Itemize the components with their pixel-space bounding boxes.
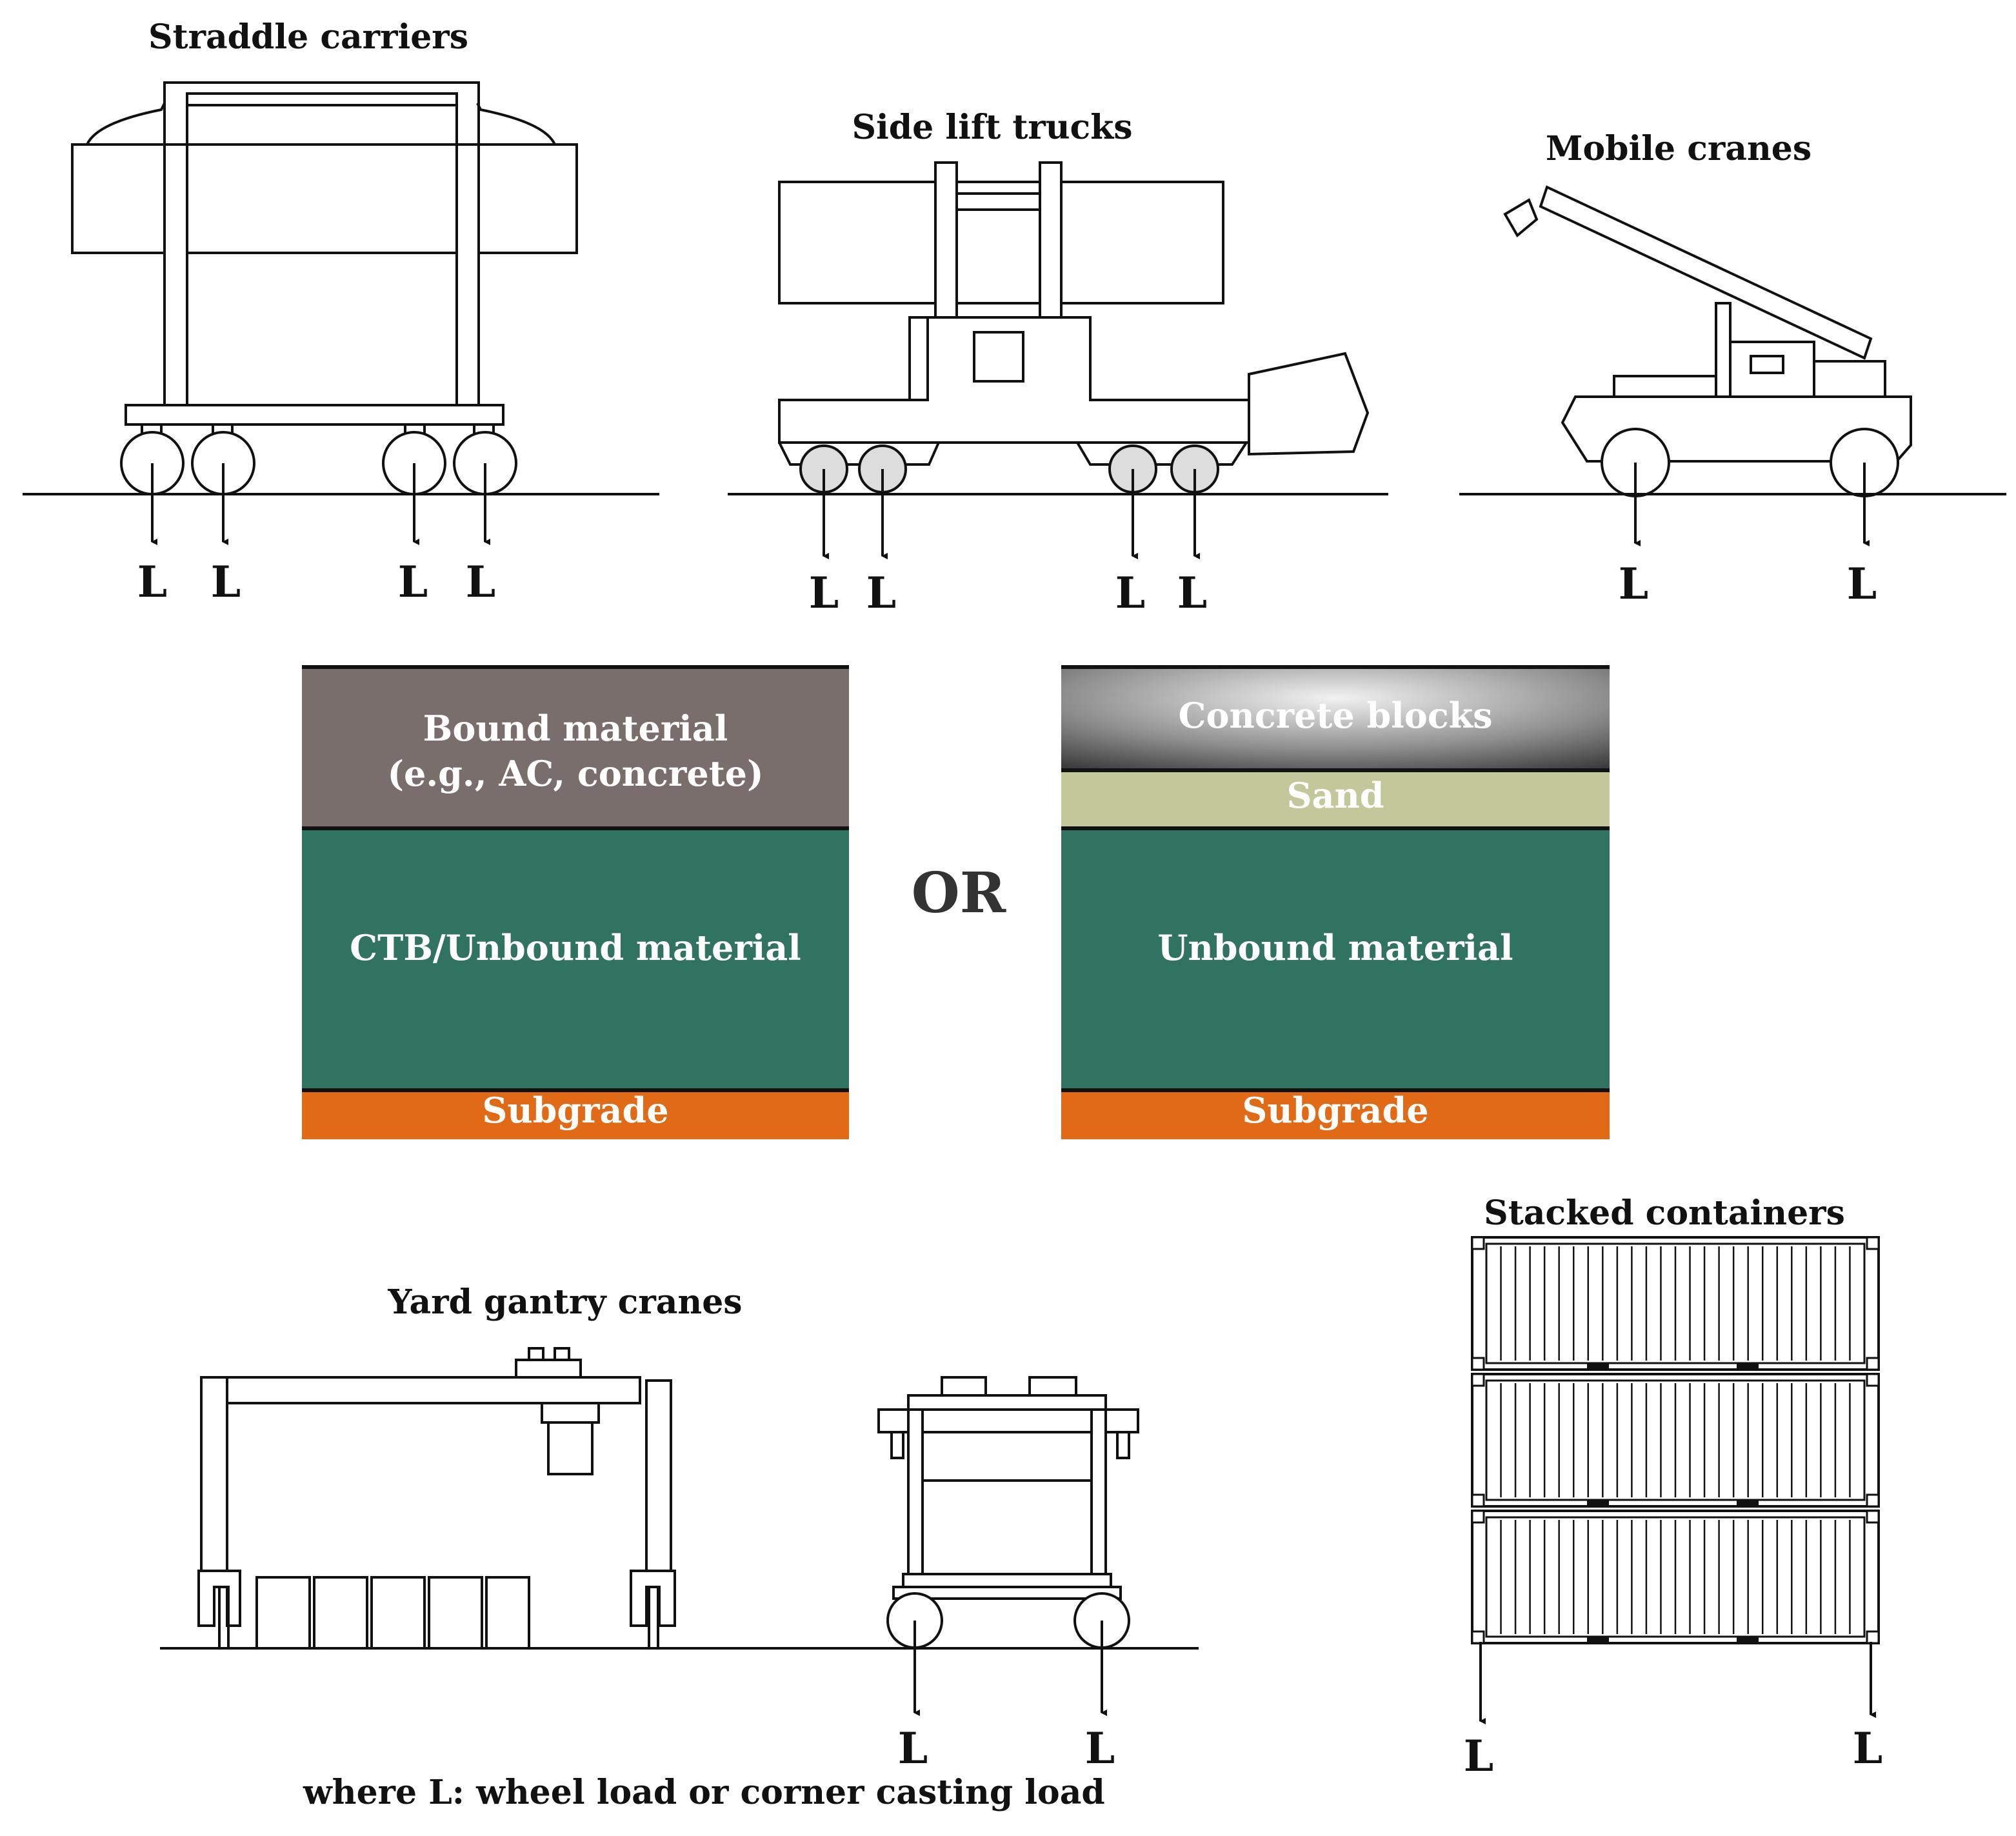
- straddle-load-label: L: [398, 557, 428, 607]
- straddle-load-label: L: [466, 557, 495, 607]
- unbound-material-layer: [1061, 828, 1610, 1090]
- bound-material-example: (e.g., AC, concrete): [387, 753, 763, 794]
- bound-material-label: Bound material: [423, 708, 728, 749]
- pavement-left: Bound material (e.g., AC, concrete) CTB/…: [302, 665, 849, 1139]
- side-lift-truck-drawing: [778, 161, 1370, 494]
- or-separator: OR: [912, 861, 1006, 926]
- concrete-blocks-layer: [1061, 667, 1610, 770]
- yard-gantry-cranes-title: Yard gantry cranes: [387, 1282, 742, 1322]
- stacked-containers-title: Stacked containers: [1484, 1193, 1845, 1233]
- side-lift-load-label: L: [1115, 568, 1145, 618]
- container-stack: [1471, 1236, 1880, 1644]
- side-lift-load-label: L: [809, 568, 839, 618]
- stacked-load-label: L: [1464, 1731, 1493, 1781]
- straddle-carriers-title: Straddle carriers: [148, 17, 468, 57]
- sand-layer: [1061, 770, 1610, 828]
- straddle-carrier-group: Straddle carriers: [23, 17, 659, 607]
- straddle-load-arrows: [151, 463, 490, 545]
- side-lift-truck-group: Side lift trucks L L L: [728, 108, 1388, 618]
- straddle-carrier-drawing: [71, 81, 578, 495]
- mobile-crane-drawing: [1503, 185, 1912, 497]
- ctb-unbound-layer: [302, 828, 849, 1090]
- sand-label: Sand: [1286, 775, 1384, 816]
- gantry-load-label: L: [898, 1723, 928, 1773]
- subgrade-layer: [302, 1090, 849, 1139]
- gantry-load-arrows: [913, 1621, 1107, 1716]
- mobile-load-label: L: [1847, 559, 1877, 609]
- subgrade-label: Subgrade: [482, 1090, 668, 1131]
- mobile-cranes-title: Mobile cranes: [1546, 129, 1811, 168]
- bound-material-layer: [302, 667, 849, 828]
- subgrade-label: Subgrade: [1242, 1090, 1428, 1131]
- legend-note: where L: wheel load or corner casting lo…: [303, 1773, 1105, 1812]
- side-lift-load-label: L: [1177, 568, 1207, 618]
- side-lift-load-label: L: [866, 568, 896, 618]
- gantry-end-view: [877, 1376, 1139, 1649]
- stacked-containers-group: Stacked containers L L: [1464, 1193, 1882, 1781]
- mobile-load-arrows: [1634, 463, 1870, 546]
- pavement-right: Concrete blocks Sand Unbound material Su…: [1061, 665, 1610, 1139]
- straddle-container: [71, 143, 578, 254]
- concrete-blocks-label: Concrete blocks: [1178, 695, 1492, 736]
- unbound-material-label: Unbound material: [1157, 927, 1513, 968]
- straddle-load-label: L: [137, 557, 167, 607]
- side-lift-load-arrows: [823, 469, 1200, 559]
- mobile-crane-boom: [1539, 185, 1873, 360]
- side-lift-container: [778, 181, 1224, 304]
- yard-gantry-crane-group: Yard gantry cranes: [160, 1282, 1199, 1773]
- stacked-load-arrows: [1479, 1642, 1876, 1724]
- side-lift-trucks-title: Side lift trucks: [852, 108, 1132, 147]
- subgrade-layer: [1061, 1090, 1610, 1139]
- mobile-crane-group: Mobile cranes L L: [1459, 129, 2006, 609]
- stacked-load-label: L: [1853, 1723, 1882, 1773]
- ctb-unbound-label: CTB/Unbound material: [350, 927, 801, 968]
- side-lift-cab: [1248, 352, 1370, 456]
- gantry-side-view: [197, 1347, 676, 1650]
- mobile-load-label: L: [1619, 559, 1648, 609]
- straddle-load-label: L: [211, 557, 241, 607]
- gantry-load-label: L: [1085, 1723, 1115, 1773]
